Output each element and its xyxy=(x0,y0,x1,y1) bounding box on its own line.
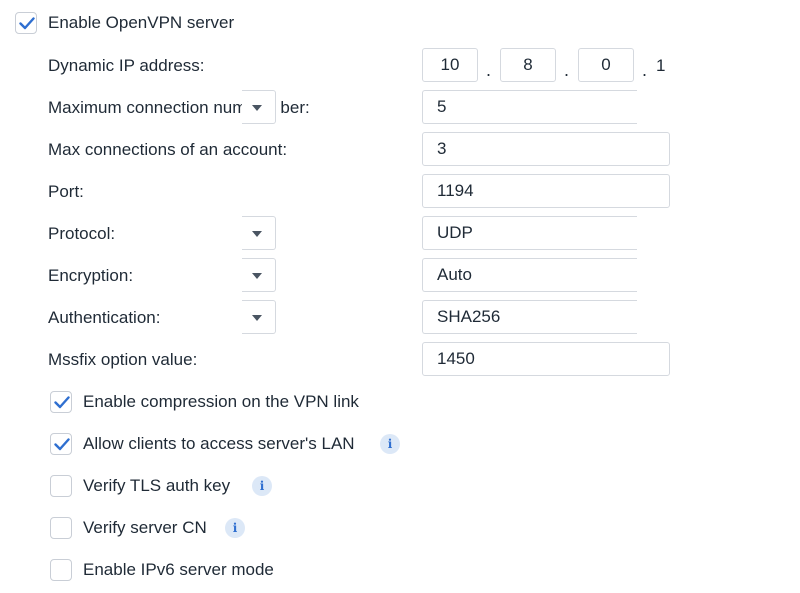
ip-separator: . xyxy=(564,60,570,80)
compression-label: Enable compression on the VPN link xyxy=(83,392,359,411)
port-input[interactable]: 1194 xyxy=(422,174,670,208)
info-icon[interactable]: i xyxy=(225,518,245,538)
protocol-dropdown[interactable] xyxy=(242,216,276,250)
encryption-select[interactable]: Auto xyxy=(422,258,637,292)
max-account-label: Max connections of an account: xyxy=(48,140,288,159)
info-icon[interactable]: i xyxy=(252,476,272,496)
lan-access-checkbox[interactable] xyxy=(50,433,72,455)
max-account-input[interactable]: 3 xyxy=(422,132,670,166)
authentication-label: Authentication: xyxy=(48,308,161,327)
ip-octet-3-input[interactable]: 0 xyxy=(578,48,634,82)
checkmark-icon xyxy=(54,396,70,409)
port-label: Port: xyxy=(48,182,84,201)
authentication-select[interactable]: SHA256 xyxy=(422,300,637,334)
max-connection-dropdown[interactable] xyxy=(242,90,276,124)
ipv6-label: Enable IPv6 server mode xyxy=(83,560,274,579)
max-connection-input[interactable]: 5 xyxy=(422,90,637,124)
ip-separator: . xyxy=(486,60,492,80)
mssfix-label: Mssfix option value: xyxy=(48,350,198,369)
ip-last-octet: 1 xyxy=(656,56,666,75)
ipv6-checkbox[interactable] xyxy=(50,559,72,581)
server-cn-label: Verify server CN xyxy=(83,518,207,537)
protocol-label: Protocol: xyxy=(48,224,116,243)
ip-octet-2-input[interactable]: 8 xyxy=(500,48,556,82)
dynamic-ip-label: Dynamic IP address: xyxy=(48,56,205,75)
tls-auth-checkbox[interactable] xyxy=(50,475,72,497)
enable-server-label: Enable OpenVPN server xyxy=(48,13,235,32)
mssfix-input[interactable]: 1450 xyxy=(422,342,670,376)
encryption-label: Encryption: xyxy=(48,266,134,285)
info-icon[interactable]: i xyxy=(380,434,400,454)
checkmark-icon xyxy=(19,17,35,30)
authentication-dropdown[interactable] xyxy=(242,300,276,334)
compression-checkbox[interactable] xyxy=(50,391,72,413)
server-cn-checkbox[interactable] xyxy=(50,517,72,539)
encryption-dropdown[interactable] xyxy=(242,258,276,292)
ip-separator: . xyxy=(642,60,648,80)
protocol-select[interactable]: UDP xyxy=(422,216,637,250)
enable-server-checkbox[interactable] xyxy=(15,12,37,34)
lan-access-label: Allow clients to access server's LAN xyxy=(83,434,355,453)
checkmark-icon xyxy=(54,438,70,451)
ip-octet-1-input[interactable]: 10 xyxy=(422,48,478,82)
tls-auth-label: Verify TLS auth key xyxy=(83,476,231,495)
